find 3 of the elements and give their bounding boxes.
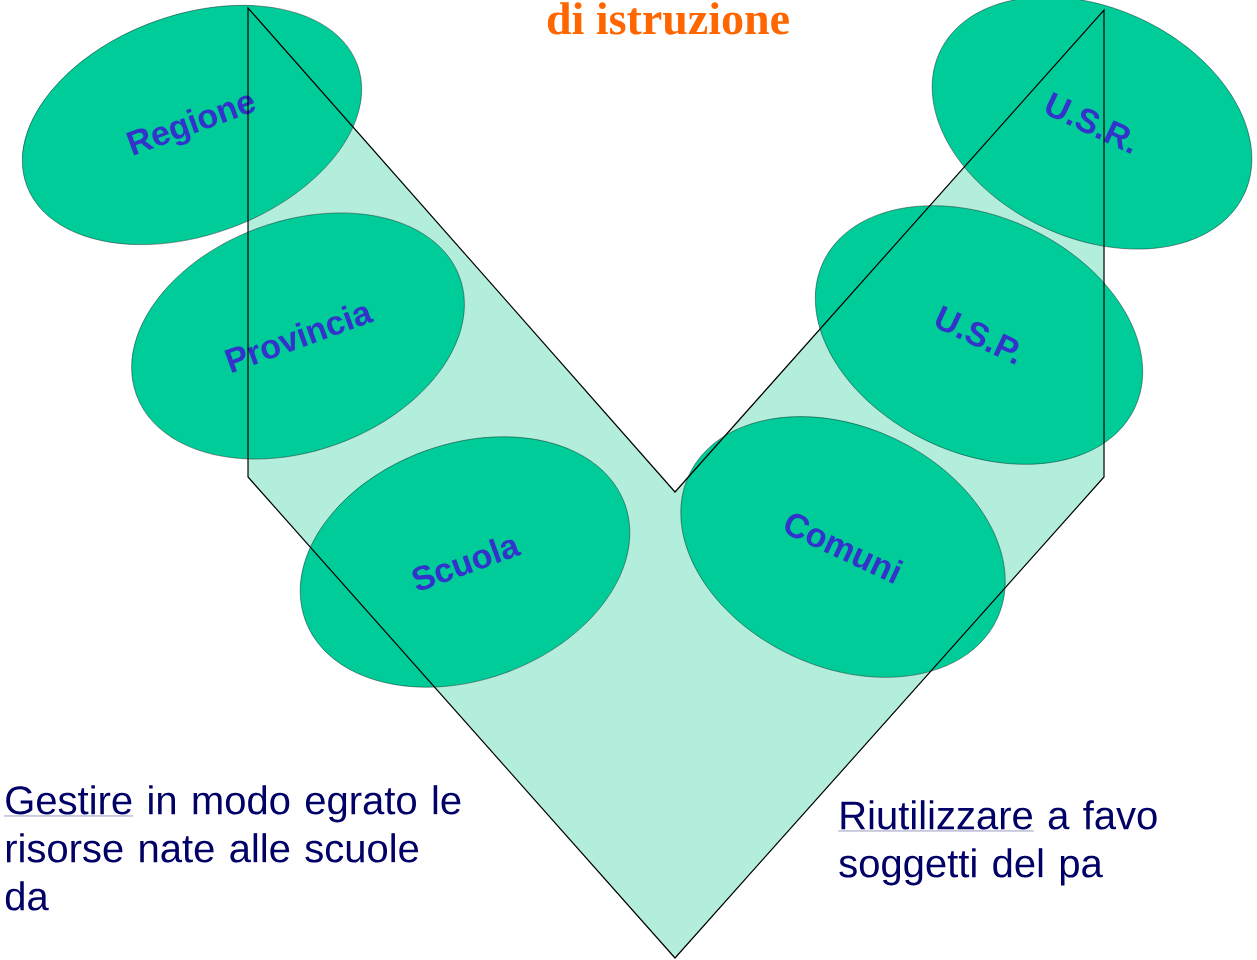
bullet-text: Riutilizzare a favo soggetti del pa <box>838 800 1157 886</box>
title: di istruzione <box>547 2 789 35</box>
bullet-text: Gestire in modo egrato le risorse nate alle scuole da <box>4 785 461 911</box>
